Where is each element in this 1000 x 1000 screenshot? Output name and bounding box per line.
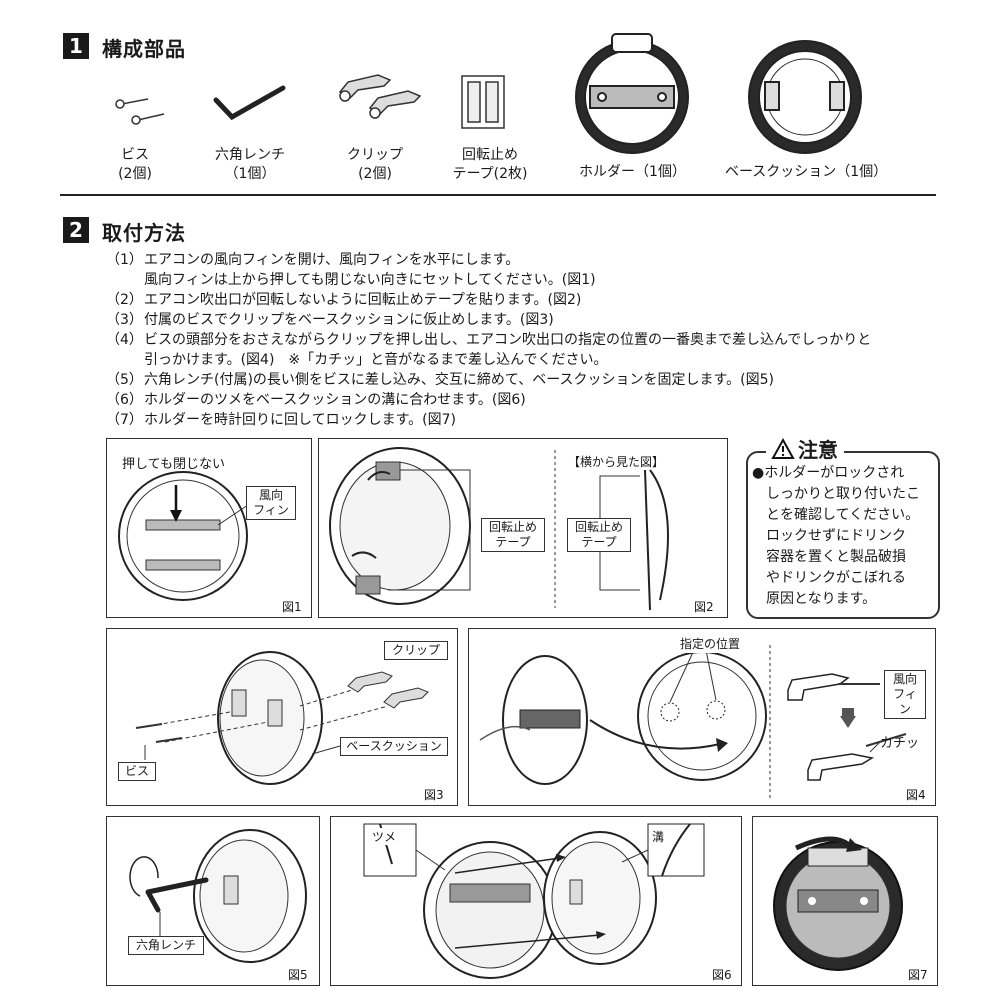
base-cushion-icon [748, 40, 862, 154]
part-label-wrench: 六角レンチ （1個） [215, 147, 285, 182]
step-7: （7）ホルダーを時計回りに回してロックします。(図7) [106, 412, 457, 428]
figure-2-callout-tape-front: 回転止め テープ [481, 518, 545, 552]
figure-1-heading: 押しても閉じない [122, 457, 225, 472]
step-4: （4）ビスの頭部分をおさえながらクリップを押し出し、エアコン吹出口の指定の位置の… [106, 332, 872, 348]
warning-triangle-icon [771, 437, 795, 459]
figure-4-callout-position: 指定の位置 [675, 636, 745, 653]
figure-2-side-heading: 【横から見た図】 [568, 455, 665, 469]
figure-4-caption: 図4 [906, 788, 926, 802]
figure-4-callout-fin: 風向 フィン [884, 670, 926, 719]
clip-icon [338, 74, 422, 119]
figure-6-callout-groove: 溝 [652, 828, 665, 845]
tape-icon [461, 75, 505, 129]
holder-icon [575, 33, 689, 154]
section2-title: 取付方法 [102, 221, 186, 245]
part-label-base-cushion: ベースクッション（1個） [725, 164, 888, 180]
section1-title: 構成部品 [102, 37, 186, 61]
part-label-screw: ビス (2個) [118, 147, 152, 182]
figure-5-callout-wrench: 六角レンチ [128, 936, 204, 955]
figure-2-callout-tape-side: 回転止め テープ [567, 518, 631, 552]
screw-icon [115, 98, 165, 125]
caution-text: ●ホルダーがロックされ しっかりと取り付いたこ とを確認してください。 ロックせ… [752, 465, 920, 607]
figure-3-caption: 図3 [424, 788, 444, 802]
figure-3-callout-screw: ビス [118, 762, 156, 781]
figure-5-caption: 図5 [288, 968, 308, 982]
step-4-cont: 引っかけます。(図4) ※「カチッ」と音がなるまで差し込んでください。 [144, 352, 608, 368]
step-3: （3）付属のビスでクリップをベースクッションに仮止めします。(図3) [106, 312, 554, 328]
figure-6-callout-claw: ツメ [372, 828, 397, 845]
figure-6-caption: 図6 [712, 968, 732, 982]
section-divider [60, 194, 936, 196]
part-label-holder: ホルダー（1個） [579, 164, 686, 180]
step-2: （2）エアコン吹出口が回転しないように回転止めテープを貼ります。(図2) [106, 292, 582, 308]
figure-4-click-sound: カチッ [880, 736, 920, 751]
step-5: （5）六角レンチ(付属)の長い側をビスに差し込み、交互に締めて、ベースクッション… [106, 372, 774, 388]
figure-2-caption: 図2 [694, 600, 714, 614]
section2-number: 2 [63, 217, 89, 243]
figure-1-callout-fin: 風向 フィン [246, 486, 296, 520]
figure-1-caption: 図1 [282, 600, 302, 614]
caution-title: 注意 [798, 438, 838, 462]
figure-7-caption: 図7 [908, 968, 928, 982]
part-label-tape: 回転止め テープ(2枚) [452, 147, 528, 182]
section1-number: 1 [63, 33, 89, 59]
part-label-clip: クリップ (2個) [347, 147, 403, 182]
parts-illustrations [115, 33, 862, 154]
figure-3-callout-clip: クリップ [384, 641, 448, 660]
step-1-note: 風向フィンは上から押しても閉じない向きにセットしてください。(図1) [144, 272, 596, 288]
figure-3-callout-cushion: ベースクッション [340, 737, 448, 756]
step-1: （1）エアコンの風向フィンを開け、風向フィンを水平にします。 [106, 252, 520, 268]
caution-heading: 注意 [766, 434, 844, 463]
hex-wrench-icon [213, 85, 286, 121]
step-6: （6）ホルダーのツメをベースクッションの溝に合わせます。(図6) [106, 392, 526, 408]
